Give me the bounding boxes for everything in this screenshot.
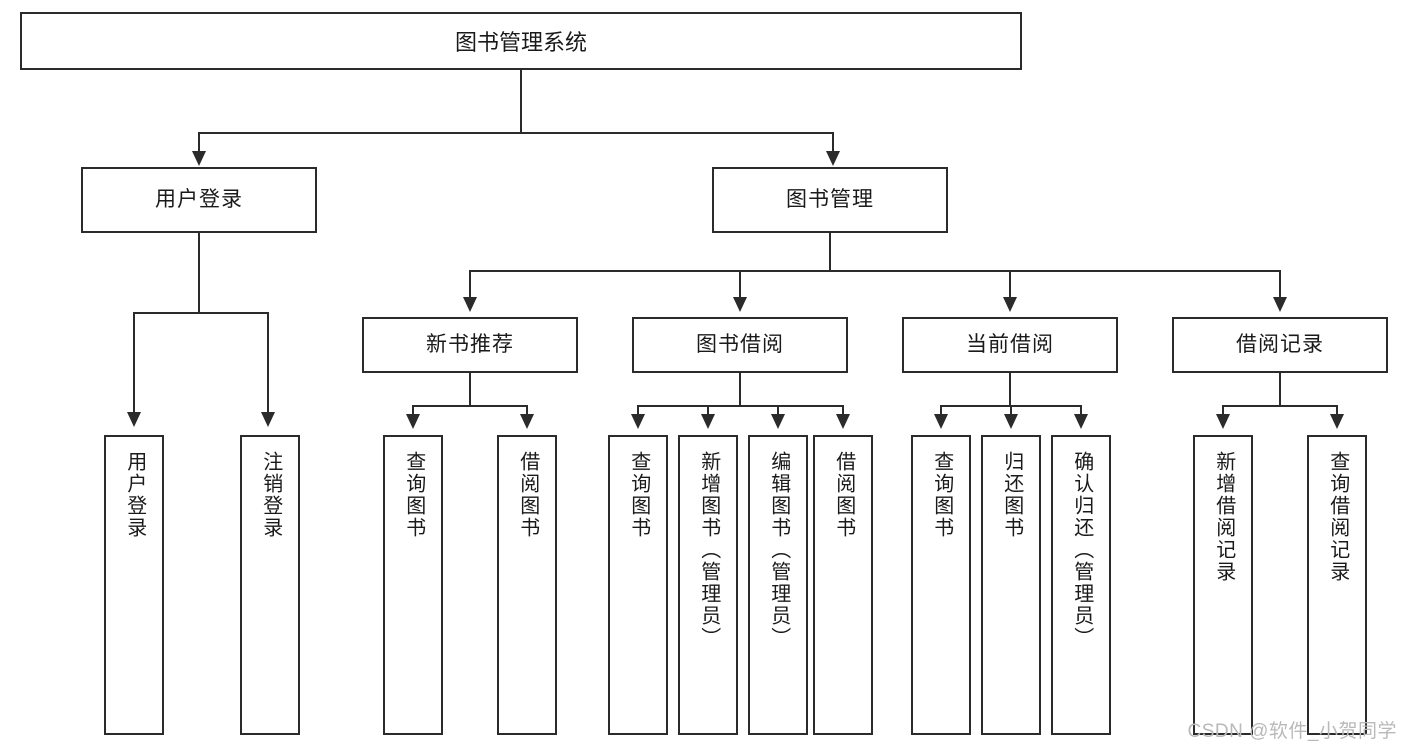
connector-book-borrow-stem — [739, 373, 741, 407]
connector-user-login-branch-1 — [133, 312, 135, 415]
connector-book-borrow-bus — [637, 405, 844, 407]
connector-root-to-book-manage — [832, 132, 834, 154]
arrowhead-leaf-cb-2 — [1004, 414, 1018, 429]
arrowhead-leaf-bb-1 — [631, 414, 645, 429]
leaf-nbr-borrow-book[interactable]: 借阅图书 — [497, 435, 557, 735]
node-label: 当前借阅 — [966, 333, 1054, 357]
arrowhead-to-book-manage — [826, 151, 840, 166]
leaf-label: 归还图书 — [1000, 451, 1023, 539]
arrowhead-leaf-bb-3 — [771, 414, 785, 429]
leaf-label: 新增图书（管理员） — [697, 451, 720, 649]
connector-user-login-branch-2 — [267, 312, 269, 415]
connector-nbr-branch-2 — [526, 405, 528, 417]
connector-book-manage-bus — [469, 270, 1281, 272]
node-user-login[interactable]: 用户登录 — [81, 167, 317, 233]
leaf-label: 编辑图书（管理员） — [767, 451, 790, 649]
leaf-logout[interactable]: 注销登录 — [240, 435, 300, 735]
arrowhead-to-new-book-recommend — [463, 297, 477, 312]
leaf-label: 确认归还（管理员） — [1070, 451, 1093, 649]
connector-root-to-user-login — [198, 132, 200, 154]
leaf-label: 新增借阅记录 — [1212, 451, 1235, 583]
connector-to-current-borrow — [1009, 270, 1011, 300]
node-label: 借阅记录 — [1236, 333, 1324, 357]
node-label: 用户登录 — [155, 188, 243, 212]
arrowhead-leaf-br-2 — [1330, 414, 1344, 429]
arrowhead-leaf-nbr-1 — [406, 414, 420, 429]
connector-to-borrow-record — [1279, 270, 1281, 300]
connector-br-branch-1 — [1222, 405, 1224, 417]
connector-bb-branch-4 — [842, 405, 844, 417]
connector-nbr-branch-1 — [412, 405, 414, 417]
arrowhead-leaf-nbr-2 — [520, 414, 534, 429]
node-borrow-record[interactable]: 借阅记录 — [1172, 317, 1388, 373]
leaf-bb-edit-book-admin[interactable]: 编辑图书（管理员） — [748, 435, 808, 735]
arrowhead-leaf-cb-1 — [934, 414, 948, 429]
connector-br-branch-2 — [1336, 405, 1338, 417]
leaf-user-login[interactable]: 用户登录 — [104, 435, 164, 735]
leaf-cb-return-book[interactable]: 归还图书 — [981, 435, 1041, 735]
leaf-bb-add-book-admin[interactable]: 新增图书（管理员） — [678, 435, 738, 735]
leaf-label: 借阅图书 — [516, 451, 539, 539]
connector-new-book-recommend-stem — [469, 373, 471, 407]
node-book-management[interactable]: 图书管理 — [712, 167, 948, 233]
connector-user-login-bus — [133, 312, 269, 314]
node-new-book-recommend[interactable]: 新书推荐 — [362, 317, 578, 373]
connector-book-manage-stem — [829, 233, 831, 271]
connector-cb-branch-2 — [1010, 405, 1012, 417]
connector-cb-branch-3 — [1080, 405, 1082, 417]
arrowhead-to-user-login — [192, 151, 206, 166]
connector-bb-branch-2 — [707, 405, 709, 417]
node-root-system[interactable]: 图书管理系统 — [20, 12, 1022, 70]
leaf-label: 用户登录 — [123, 451, 146, 539]
connector-bb-branch-3 — [777, 405, 779, 417]
arrowhead-leaf-user-login-1 — [127, 412, 141, 427]
node-book-borrow[interactable]: 图书借阅 — [632, 317, 848, 373]
arrowhead-leaf-br-1 — [1216, 414, 1230, 429]
leaf-br-add-record[interactable]: 新增借阅记录 — [1193, 435, 1253, 735]
leaf-label: 查询图书 — [627, 451, 650, 539]
arrowhead-leaf-cb-3 — [1074, 414, 1088, 429]
arrowhead-leaf-bb-2 — [701, 414, 715, 429]
arrowhead-to-book-borrow — [733, 297, 747, 312]
connector-bb-branch-1 — [637, 405, 639, 417]
leaf-label: 查询图书 — [402, 451, 425, 539]
node-label: 图书管理系统 — [454, 30, 587, 55]
leaf-cb-confirm-return-admin[interactable]: 确认归还（管理员） — [1051, 435, 1111, 735]
leaf-br-query-record[interactable]: 查询借阅记录 — [1307, 435, 1367, 735]
connector-root-stem — [520, 70, 522, 133]
node-current-borrow[interactable]: 当前借阅 — [902, 317, 1118, 373]
arrowhead-leaf-user-login-2 — [261, 412, 275, 427]
leaf-label: 注销登录 — [259, 451, 282, 539]
connector-to-new-book-recommend — [469, 270, 471, 300]
leaf-cb-query-book[interactable]: 查询图书 — [911, 435, 971, 735]
connector-new-book-recommend-bus — [412, 405, 528, 407]
connector-cb-branch-1 — [940, 405, 942, 417]
arrowhead-leaf-bb-4 — [836, 414, 850, 429]
connector-current-borrow-stem — [1009, 373, 1011, 407]
connector-borrow-record-stem — [1279, 373, 1281, 407]
node-label: 图书管理 — [786, 188, 874, 212]
leaf-label: 借阅图书 — [832, 451, 855, 539]
connector-to-book-borrow — [739, 270, 741, 300]
arrowhead-to-current-borrow — [1003, 297, 1017, 312]
leaf-label: 查询图书 — [930, 451, 953, 539]
leaf-label: 查询借阅记录 — [1326, 451, 1349, 583]
node-label: 新书推荐 — [426, 333, 514, 357]
connector-borrow-record-bus — [1222, 405, 1338, 407]
node-label: 图书借阅 — [696, 333, 784, 357]
leaf-nbr-query-book[interactable]: 查询图书 — [383, 435, 443, 735]
connector-user-login-stem — [198, 233, 200, 313]
connector-root-bus — [198, 132, 834, 134]
arrowhead-to-borrow-record — [1273, 297, 1287, 312]
leaf-bb-borrow-book[interactable]: 借阅图书 — [813, 435, 873, 735]
leaf-bb-query-book[interactable]: 查询图书 — [608, 435, 668, 735]
